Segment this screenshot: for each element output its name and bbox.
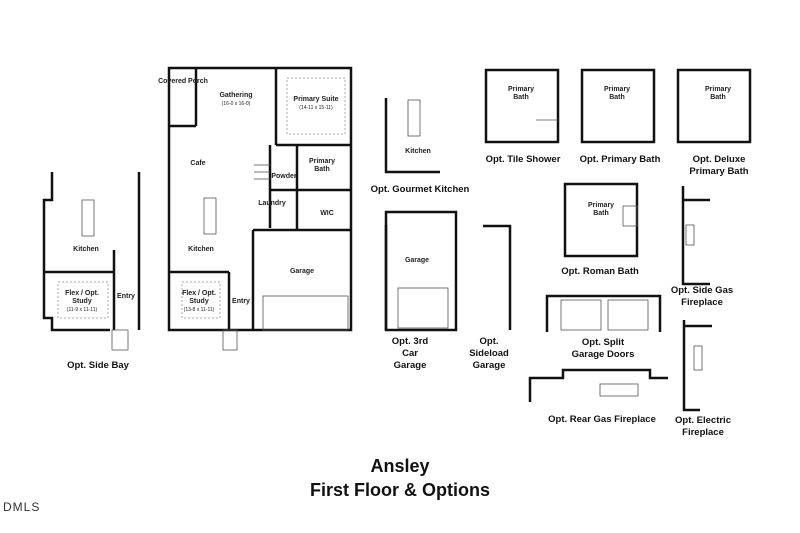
room-garage: Garage: [289, 268, 315, 275]
caption-3rd-car-garage: Opt. 3rd Car Garage: [391, 336, 429, 371]
gourmet-kitchen-label: Kitchen: [405, 148, 431, 155]
room-name: Flex / Opt. Study: [65, 290, 99, 305]
room-dims: (14-11 x 15-11): [299, 105, 333, 111]
caption-roman-bath: Opt. Roman Bath: [561, 266, 639, 277]
plan-name: Ansley: [370, 456, 430, 476]
primary-bath-label: Primary Bath: [604, 86, 631, 101]
fireplace-options: [528, 186, 712, 412]
gourmet-kitchen-option: [384, 98, 440, 174]
caption-sideload-garage: Opt. Sideload Garage: [469, 336, 509, 371]
room-powder: Powder: [271, 173, 297, 180]
side-bay-kitchen: Kitchen: [73, 246, 99, 253]
room-gathering: Gathering (16-0 x 16-0): [219, 92, 252, 108]
side-bay-flex-study: Flex / Opt. Study (11-9 x 11-11): [62, 290, 102, 314]
room-dims: (16-0 x 16-0): [221, 101, 251, 107]
plan-subtitle: First Floor & Options: [310, 480, 490, 500]
caption-deluxe-primary-bath: Opt. Deluxe Primary Bath: [689, 154, 749, 177]
caption-electric-fireplace: Opt. Electric Fireplace: [675, 415, 731, 438]
caption-split-garage-doors: Opt. Split Garage Doors: [571, 337, 635, 360]
caption-side-gas-fireplace: Opt. Side Gas Fireplace: [670, 285, 734, 308]
main-floor-plan: [167, 66, 353, 351]
roman-bath-label: Primary Bath: [588, 202, 615, 217]
room-name: Flex / Opt. Study: [182, 290, 216, 305]
side-bay-entry: Entry: [117, 293, 135, 300]
bath-options: [484, 68, 752, 258]
room-cafe: Cafe: [190, 160, 206, 167]
room-dims: (13-8 x 11-11): [183, 307, 215, 313]
side-bay-plan: [42, 172, 141, 351]
dmls-logo: DMLS: [3, 500, 41, 514]
deluxe-bath-label: Primary Bath: [705, 86, 732, 101]
third-car-garage-label: Garage: [404, 257, 430, 264]
room-flex-study: Flex / Opt. Study (13-8 x 11-11): [179, 290, 219, 314]
garage-options: [384, 210, 662, 332]
room-laundry: Laundry: [258, 200, 286, 207]
caption-gourmet-kitchen: Opt. Gourmet Kitchen: [370, 184, 470, 195]
room-dims: (11-9 x 11-11): [66, 307, 98, 313]
room-wic: WIC: [320, 210, 334, 217]
room-entry: Entry: [232, 298, 250, 305]
caption-tile-shower: Opt. Tile Shower: [485, 154, 561, 165]
tile-shower-label: Primary Bath: [508, 86, 535, 101]
room-kitchen: Kitchen: [188, 246, 214, 253]
caption-primary-bath: Opt. Primary Bath: [579, 154, 661, 165]
room-primary-bath: Primary Bath: [308, 158, 336, 173]
room-covered-porch: Covered Porch: [158, 78, 208, 85]
room-primary-suite: Primary Suite (14-11 x 15-11): [293, 96, 338, 112]
caption-rear-gas-fireplace: Opt. Rear Gas Fireplace: [548, 414, 656, 425]
caption-side-bay: Opt. Side Bay: [67, 360, 129, 371]
room-name: Primary Suite: [293, 96, 339, 103]
room-name: Gathering: [219, 92, 253, 99]
